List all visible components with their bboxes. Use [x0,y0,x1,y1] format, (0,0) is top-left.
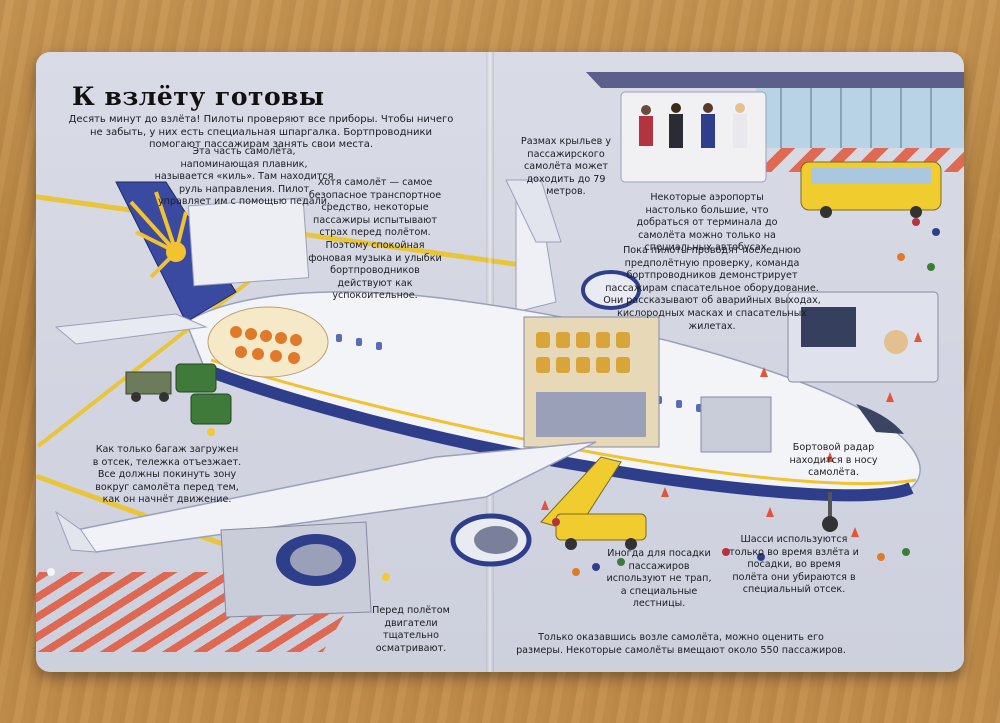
far-engine [581,270,641,310]
caption-radar: Бортовой радар находится в носу самолёта… [789,442,878,479]
airport-illustration [47,72,964,618]
far-winglet [505,179,562,243]
near-engine [450,513,532,567]
caption-engines: Перед полётом двигатели тщательно осматр… [372,605,450,654]
caption-landing-gear: Шасси используются только во время взлёт… [729,534,859,596]
landing-gear [822,492,838,532]
near-winglet [54,510,98,553]
caption-baggage: Как только багаж загружен в отсек, тележ… [92,444,242,506]
open-book-spread: К взлёту готовы Десять минут до взлёта! … [36,52,964,672]
caption-calm: Хотя самолёт — самое безопасное транспор… [308,177,442,302]
caption-size: Только оказавшись возле самолёта, можно … [516,632,846,656]
passenger-stairs [540,456,647,550]
tail-fin [54,181,310,345]
cockpit-flap [787,291,939,383]
caption-buses: Некоторые аэропорты настолько большие, ч… [636,192,778,254]
cabin-cutaway [207,306,772,453]
caption-keel: Эта часть самолёта, напоминающая плавник… [154,146,334,208]
traffic-cones [541,332,922,537]
airport-bus [800,161,942,218]
engine-cutaway [220,521,372,618]
near-wing [74,441,597,553]
caption-ladders: Иногда для посадки пассажиров используют… [606,548,712,610]
terminal-building [586,72,964,183]
page-title: К взлёту готовы [72,82,325,111]
caption-safety: Пока пилоты проводят последнюю предполёт… [603,245,821,332]
baggage-cart [125,363,232,425]
intro-paragraph: Десять минут до взлёта! Пилоты проверяют… [68,114,454,151]
caption-wingspan: Размах крыльев у пассажирского самолёта … [520,136,612,198]
crowd [47,218,940,581]
